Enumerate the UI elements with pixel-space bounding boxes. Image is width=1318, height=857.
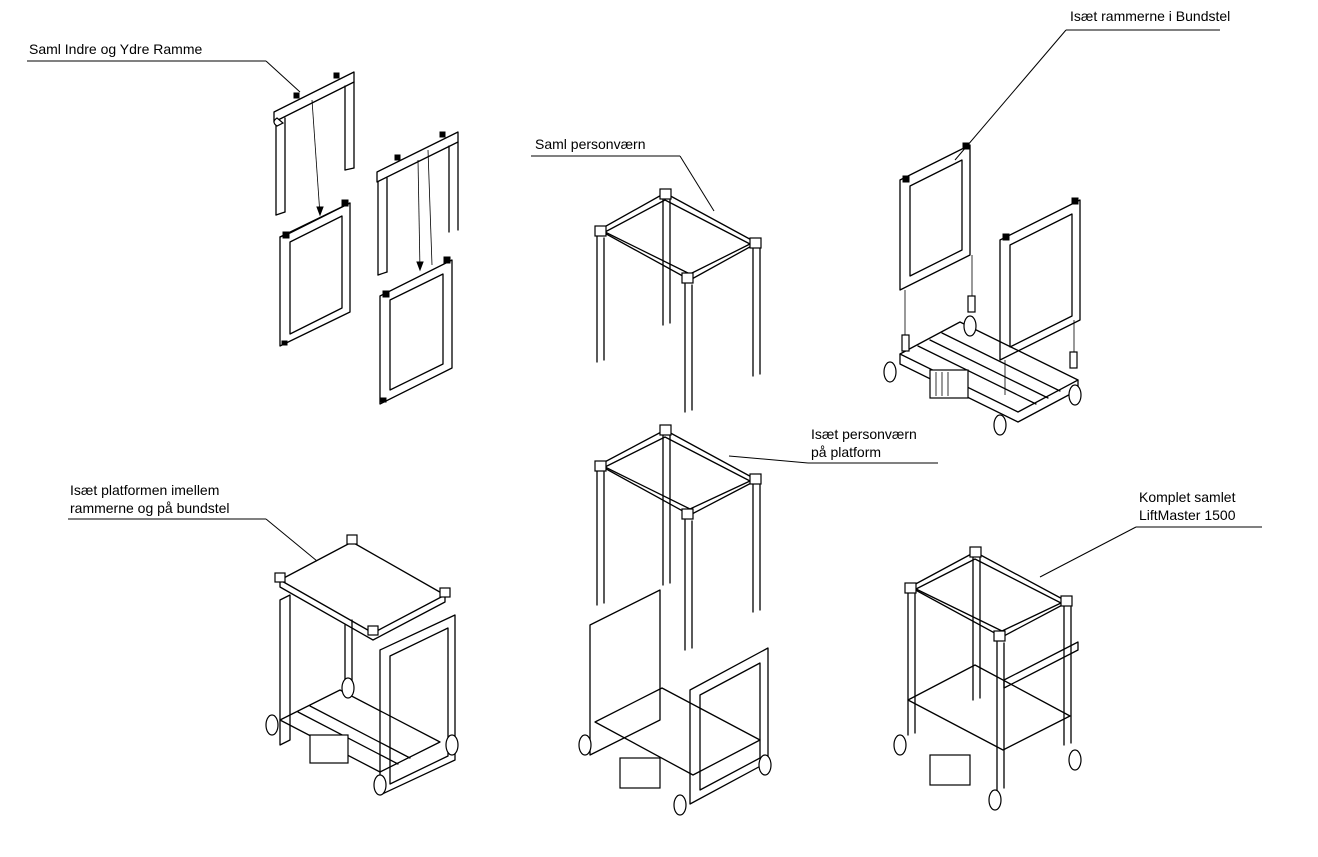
label-step3-text: Isæt rammerne i Bundstel [1070, 8, 1230, 24]
u-frame-right [376, 131, 459, 276]
label-step6-line2: LiftMaster 1500 [1139, 507, 1236, 523]
rect-frame-right [379, 256, 453, 405]
u-frame-left [273, 71, 355, 216]
label-step1: Saml Indre og Ydre Ramme [27, 41, 301, 93]
label-step5: Isæt personværn på platform [728, 426, 938, 464]
step1-frames [273, 71, 459, 405]
label-step5-line2: på platform [811, 444, 881, 460]
label-step5-line1: Isæt personværn [811, 426, 917, 442]
step5-guard-on-platform [578, 424, 772, 816]
label-step2: Saml personværn [531, 136, 715, 212]
label-step6: Komplet samlet LiftMaster 1500 [1039, 489, 1262, 578]
label-step4-line1: Isæt platformen imellem [70, 482, 219, 498]
label-step3: Isæt rammerne i Bundstel [954, 8, 1230, 161]
step6-complete [893, 546, 1082, 811]
step3-frames-into-base [883, 142, 1082, 436]
step2-guard [594, 188, 762, 413]
step4-platform [265, 534, 459, 796]
label-step2-text: Saml personværn [535, 136, 646, 152]
label-step1-text: Saml Indre og Ydre Ramme [29, 41, 202, 57]
label-step6-line1: Komplet samlet [1139, 489, 1236, 505]
label-step4: Isæt platformen imellem rammerne og på b… [68, 482, 318, 562]
rect-frame-left [279, 199, 351, 347]
label-step4-line2: rammerne og på bundstel [70, 500, 230, 516]
